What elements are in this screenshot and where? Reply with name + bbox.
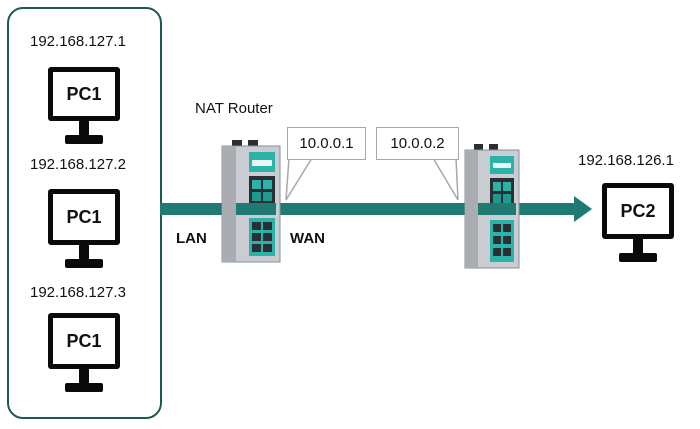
pc-2-ip: 192.168.127.2 [30, 156, 126, 173]
network-link-line-front [236, 203, 276, 215]
callout-left-box: 10.0.0.1 [287, 127, 366, 160]
pc-1-ip: 192.168.127.1 [30, 33, 126, 50]
callout-left-pointer [285, 157, 314, 201]
lan-label: LAN [176, 230, 207, 247]
pc-1-label: PC1 [53, 72, 115, 116]
wan-label: WAN [290, 230, 325, 247]
pc-3-ip: 192.168.127.3 [30, 284, 126, 301]
pc-3-monitor-icon: PC1 [48, 313, 120, 395]
callout-right-pointer [431, 157, 459, 201]
pc-3-label: PC1 [53, 318, 115, 364]
nat-router-device-icon [221, 140, 281, 263]
pc-2-monitor-icon: PC1 [48, 189, 120, 271]
pc-remote-label: PC2 [607, 188, 669, 234]
pc-remote-ip: 192.168.126.1 [578, 152, 674, 169]
network-link-line-front-2 [478, 203, 516, 215]
pc-1-monitor-icon: PC1 [48, 67, 120, 149]
callout-right-box: 10.0.0.2 [376, 127, 459, 160]
network-link-arrowhead [574, 196, 592, 222]
pc-remote-monitor-icon: PC2 [602, 183, 674, 265]
nat-router-title: NAT Router [195, 100, 273, 117]
pc-2-label: PC1 [53, 194, 115, 240]
